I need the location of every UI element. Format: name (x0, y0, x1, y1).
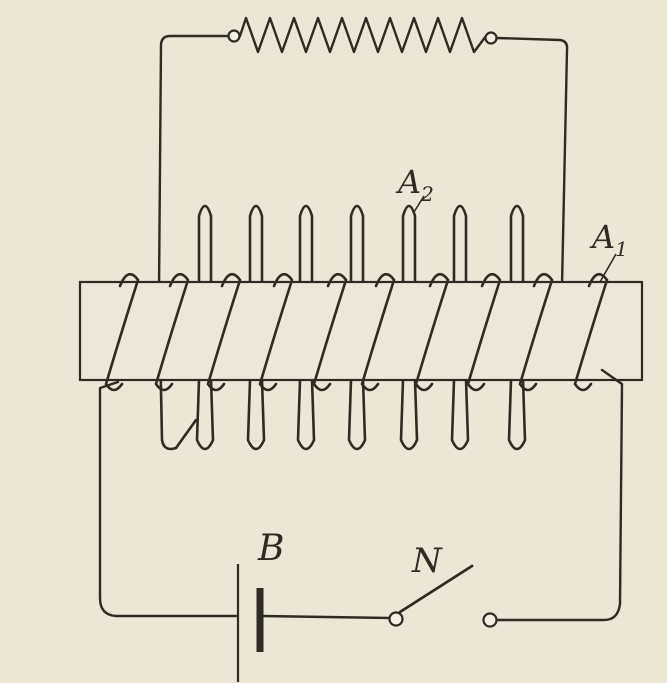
primary-coil-helix (104, 272, 609, 392)
iron-core (78, 280, 644, 382)
secondary-coil-back (157, 204, 527, 451)
label-primary-subscript: 1 (615, 237, 628, 261)
secondary-circuit-wire (157, 34, 569, 292)
primary-circuit-wire (98, 368, 624, 622)
switch-pivot-terminal (388, 611, 404, 627)
label-secondary-letter: A (395, 163, 421, 201)
secondary-leader-line (413, 195, 425, 213)
resistor-zigzag (238, 16, 488, 54)
switch-contact-terminal (482, 612, 498, 628)
label-battery: B (257, 528, 284, 569)
switch-blade (398, 564, 474, 614)
secondary-coil (157, 204, 527, 451)
label-secondary-coil: A2 (395, 163, 434, 206)
primary-coil (104, 272, 609, 392)
primary-leader-line (599, 253, 617, 283)
resistor-terminal-left (227, 29, 241, 43)
label-switch: N (411, 541, 443, 581)
label-primary-letter: A (589, 218, 615, 256)
resistor-terminal-right (484, 31, 498, 45)
label-primary-coil: A1 (589, 218, 628, 261)
label-secondary-subscript: 2 (420, 182, 434, 206)
